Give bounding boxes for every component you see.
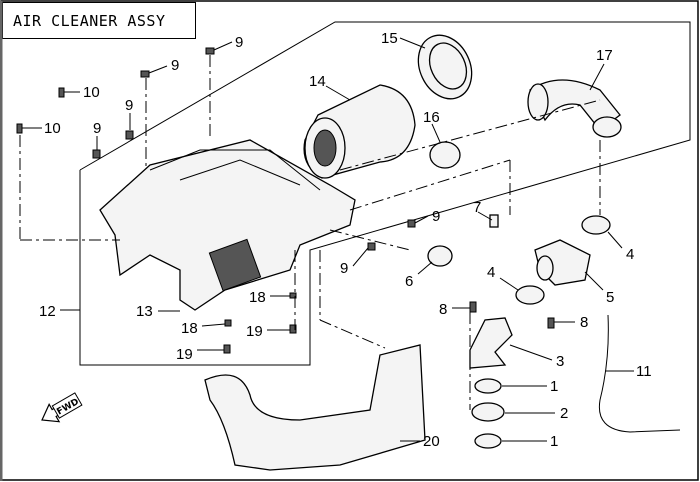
- callout-13: 13: [136, 303, 153, 320]
- part-3-adapter: [469, 317, 513, 369]
- part-2-gasket: [471, 402, 505, 422]
- callout-15: 15: [381, 30, 398, 47]
- callout-14: 14: [309, 73, 326, 90]
- assembly-group-outline: [79, 21, 691, 366]
- callout-17: 17: [596, 47, 613, 64]
- callout-8: 8: [580, 314, 588, 331]
- part-12-air-cleaner-housing: [99, 139, 356, 311]
- callout-19: 19: [176, 346, 193, 363]
- callout-9: 9: [432, 208, 440, 225]
- callout-9: 9: [125, 97, 133, 114]
- callout-10: 10: [44, 120, 61, 137]
- part-5-throttle-body: [534, 239, 591, 286]
- part-14-filter-element: [303, 84, 416, 179]
- callout-6: 6: [405, 273, 413, 290]
- callout-4: 4: [487, 264, 495, 281]
- callout-11: 11: [636, 363, 652, 380]
- callout-10: 10: [83, 84, 100, 101]
- callout-20: 20: [423, 433, 440, 450]
- callout-1: 1: [550, 433, 558, 450]
- assembly-lines: [19, 55, 601, 410]
- callout-8: 8: [439, 301, 447, 318]
- part-15-cover: [417, 34, 473, 100]
- part-16-clamp: [429, 141, 461, 169]
- callout-9: 9: [340, 260, 348, 277]
- callout-18: 18: [249, 289, 266, 306]
- callout-9: 9: [171, 57, 179, 74]
- callout-5: 5: [606, 289, 614, 306]
- forward-direction-arrow: FWD: [41, 392, 83, 423]
- callout-7: 7: [473, 199, 481, 216]
- part-11-hose: [598, 314, 681, 433]
- part-20-air-duct: [204, 344, 426, 471]
- part-7-connector: [489, 214, 499, 228]
- part-1-o-ring: [474, 378, 502, 394]
- part-4-clamp: [515, 285, 545, 305]
- part-6-sensor: [427, 245, 453, 267]
- callout-9: 9: [235, 34, 243, 51]
- part-17-intake-duct: [527, 79, 622, 138]
- part-4-clamp: [581, 215, 611, 235]
- callout-labels: 15 17 14 16 9 9 10 9 10 9 7 9 4 6 9 4 5 …: [39, 30, 652, 450]
- callout-19: 19: [246, 323, 263, 340]
- callout-12: 12: [39, 303, 56, 320]
- callout-16: 16: [423, 109, 440, 126]
- callout-3: 3: [556, 353, 564, 370]
- leader-lines: [22, 37, 634, 442]
- callout-9: 9: [93, 120, 101, 137]
- callout-1: 1: [550, 378, 558, 395]
- callout-4: 4: [626, 246, 634, 263]
- part-1-o-ring: [474, 433, 502, 449]
- callout-2: 2: [560, 405, 568, 422]
- callout-18: 18: [181, 320, 198, 337]
